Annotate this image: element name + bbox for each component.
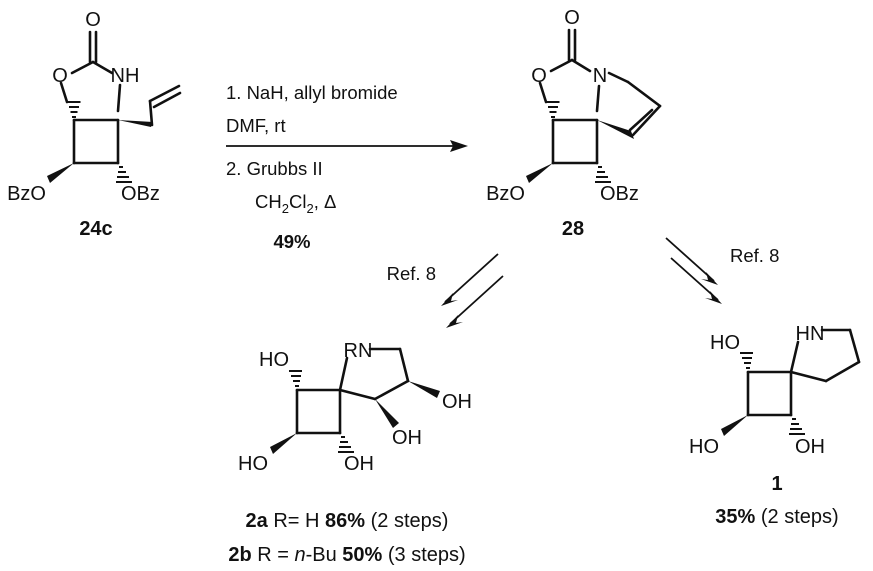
compound-1: HN HO HO OH 1 35% (2 steps) [689,323,861,528]
hydroxyl-top-left: HO [259,349,289,371]
arrow-line [449,275,504,325]
result-2b: 2b R = n-Bu 50% (3 steps) [228,544,465,566]
obz-left: BzO [486,183,525,205]
nh-group: NH [111,65,140,87]
reaction-arrow-right: Ref. 8 [665,237,779,304]
reaction-arrow-1: 1. NaH, allyl bromide DMF, rt 2. Grubbs … [226,82,468,252]
bond [607,71,630,84]
nitrogen: N [593,65,607,87]
hydroxyl-bottom-left: HO [689,436,719,458]
hashed-bond [338,436,354,453]
bond [570,58,592,73]
arrow-head [441,293,458,306]
bond [148,99,154,127]
condition-step2: 2. Grubbs II [226,158,323,179]
arrow-head [450,140,468,152]
compound-label-24c: 24c [79,218,112,240]
wedge-bond [597,120,634,139]
bond [70,60,95,75]
ring-oxygen: O [52,65,68,87]
bond [789,370,828,383]
reaction-arrow-left: Ref. 8 [387,253,504,328]
ring-oxygen: O [531,65,547,87]
hydroxyl-right: OH [442,391,472,413]
hashed-bond [789,418,805,435]
bond [631,104,662,137]
results-2: 2a R= H 86% (2 steps) 2b R = n-Bu 50% (3… [228,510,465,566]
wedge-bond [118,120,153,127]
yield-1: 35% (2 steps) [715,506,838,528]
reference-label-right: Ref. 8 [730,245,779,266]
hashed-bond [740,352,753,369]
arrow-line [670,257,719,301]
hydroxyl-mid: OH [392,427,422,449]
wedge-bond [721,415,748,436]
arrow-head [446,315,463,328]
rn-group: RN [344,340,373,362]
condition-step2-solvent: CH2Cl2, Δ [255,191,336,216]
hydroxyl-bottom: OH [344,453,374,475]
bond [626,80,662,108]
bond [628,108,654,132]
compound-24c: O O NH BzO OBz 24c [7,9,182,240]
compound-28: O O N BzO OBz 28 [486,7,662,240]
bond [538,81,548,104]
compound-2: RN HO HO OH OH OH [238,340,472,475]
condition-step1-solvent: DMF, rt [226,115,286,136]
yield-49: 49% [273,231,310,252]
wedge-bond [408,381,440,398]
bond [152,91,182,109]
bond [91,60,114,75]
carbonyl-oxygen: O [564,7,580,29]
wedge-bond [526,163,553,183]
bond [398,347,410,383]
bond [59,81,69,104]
obz-right: OBz [600,183,639,205]
bond [549,58,574,73]
wedge-bond [270,433,297,454]
condition-step1: 1. NaH, allyl bromide [226,82,398,103]
bond [595,84,601,113]
arrow-head [705,291,722,304]
carbonyl-oxygen: O [85,9,101,31]
bond [373,379,410,401]
bond [789,340,800,374]
bond [824,360,861,383]
hashed-bond [67,101,81,118]
hashed-bond [595,166,611,183]
compound-label-1: 1 [771,473,782,495]
wedge-bond [375,399,399,428]
bond [338,388,377,401]
obz-right: OBz [121,183,160,205]
bond [148,84,181,103]
arrow-line [444,253,499,303]
bond [848,328,861,364]
hydroxyl-top-left: HO [710,332,740,354]
obz-left: BzO [7,183,46,205]
hashed-bond [546,101,560,118]
hydroxyl-bottom: OH [795,436,825,458]
bond [338,356,349,392]
compound-label-28: 28 [562,218,584,240]
wedge-bond [47,163,74,183]
bond [116,83,122,113]
hashed-bond [116,166,132,183]
arrow-head [701,272,718,285]
arrow-line [665,237,715,282]
hydroxyl-bottom-left: HO [238,453,268,475]
hashed-bond [289,370,302,387]
reference-label-left: Ref. 8 [387,263,436,284]
result-2a: 2a R= H 86% (2 steps) [246,510,449,532]
hn-group: HN [796,323,825,345]
